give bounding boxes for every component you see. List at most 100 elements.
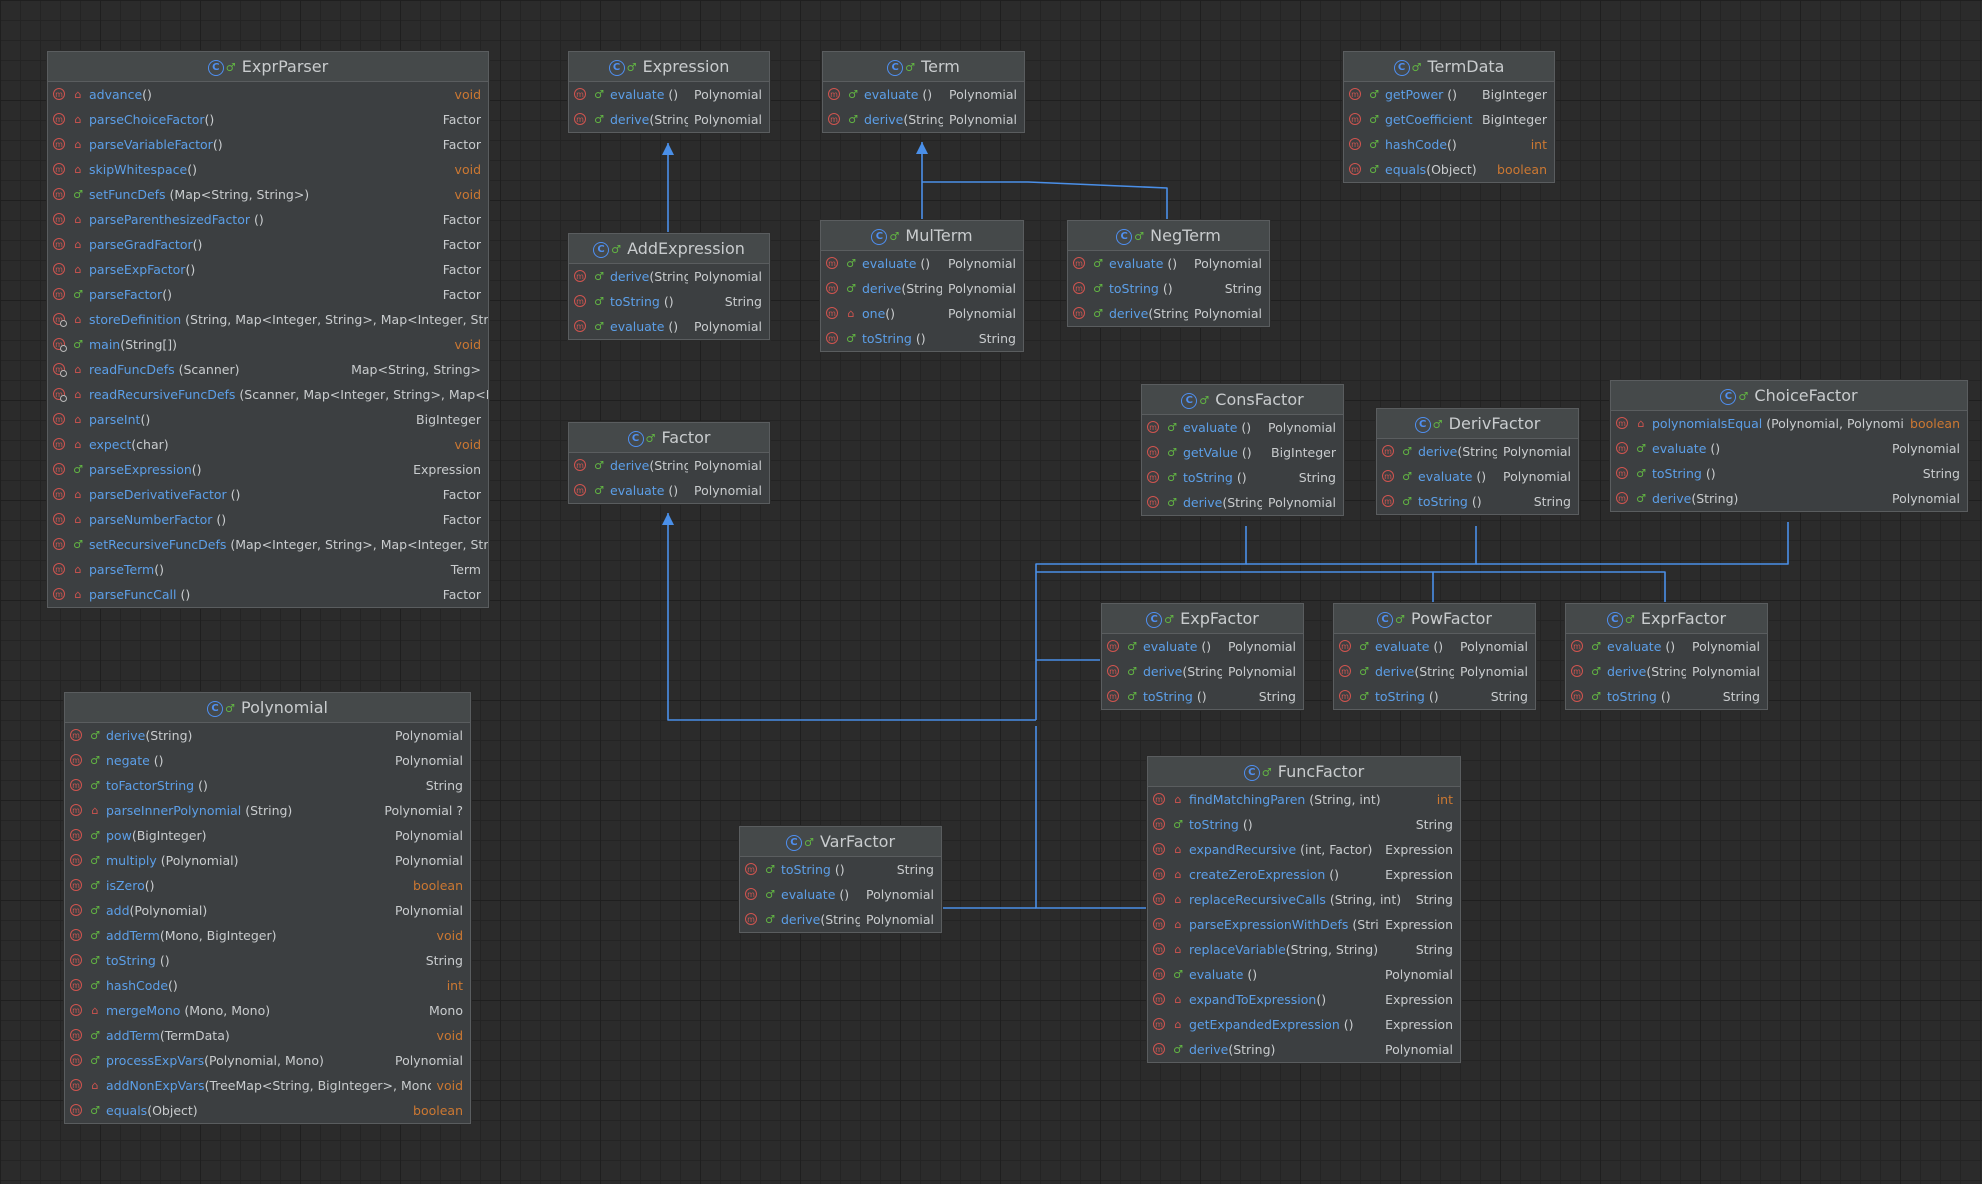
method-row[interactable]: m♂evaluate ()Polynomial [821,251,1023,276]
method-row[interactable]: m⌂createZeroExpression ()Expression [1148,862,1460,887]
method-row[interactable]: m♂toString ()String [1334,684,1535,709]
method-row[interactable]: m♂addTerm(Mono, BigInteger)void [65,923,470,948]
method-row[interactable]: m♂derive(String)Polynomial [569,264,769,289]
method-row[interactable]: m⌂parseExpFactor()Factor [48,257,488,282]
class-header[interactable]: C♂VarFactor [740,827,941,857]
method-row[interactable]: m♂pow(BigInteger)Polynomial [65,823,470,848]
method-row[interactable]: m⌂replaceRecursiveCalls (String, int)Str… [1148,887,1460,912]
method-row[interactable]: m♂derive(String)Polynomial [1148,1037,1460,1062]
class-header[interactable]: C♂ChoiceFactor [1611,381,1967,411]
method-row[interactable]: m⌂advance()void [48,82,488,107]
method-row[interactable]: m♂evaluate ()Polynomial [1377,464,1578,489]
method-row[interactable]: m♂evaluate ()Polynomial [1102,634,1303,659]
method-row[interactable]: m⌂parseInnerPolynomial (String)Polynomia… [65,798,470,823]
method-row[interactable]: m♂toString ()String [1377,489,1578,514]
method-row[interactable]: m♂getValue ()BigInteger [1142,440,1343,465]
method-row[interactable]: m♂derive(String)Polynomial [1566,659,1767,684]
method-row[interactable]: m♂evaluate ()Polynomial [1068,251,1269,276]
method-row[interactable]: m⌂findMatchingParen (String, int)int [1148,787,1460,812]
method-row[interactable]: m♂evaluate ()Polynomial [1334,634,1535,659]
class-header[interactable]: C♂Polynomial [65,693,470,723]
class-header[interactable]: C♂ExprFactor [1566,604,1767,634]
method-row[interactable]: m♂add(Polynomial)Polynomial [65,898,470,923]
method-row[interactable]: m⌂parseParenthesizedFactor ()Factor [48,207,488,232]
method-row[interactable]: m⌂skipWhitespace()void [48,157,488,182]
method-row[interactable]: m⌂expandRecursive (int, Factor)Expressio… [1148,837,1460,862]
method-row[interactable]: m♂evaluate ()Polynomial [1566,634,1767,659]
method-row[interactable]: m♂toString ()String [1142,465,1343,490]
method-row[interactable]: m♂evaluate ()Polynomial [569,314,769,339]
method-row[interactable]: m♂toString ()String [1566,684,1767,709]
method-row[interactable]: m♂derive(String)Polynomial [569,453,769,478]
class-header[interactable]: C♂ExpFactor [1102,604,1303,634]
class-header[interactable]: C♂TermData [1344,52,1554,82]
method-row[interactable]: m⌂expandToExpression()Expression [1148,987,1460,1012]
method-row[interactable]: m♂main(String[])void [48,332,488,357]
method-row[interactable]: m⌂addNonExpVars(TreeMap<String, BigInteg… [65,1073,470,1098]
method-row[interactable]: m♂evaluate ()Polynomial [1148,962,1460,987]
method-row[interactable]: m♂toString ()String [1611,461,1967,486]
method-row[interactable]: m♂equals(Object)boolean [1344,157,1554,182]
method-row[interactable]: m♂derive(String)Polynomial [65,723,470,748]
class-header[interactable]: C♂FuncFactor [1148,757,1460,787]
method-row[interactable]: m⌂parseVariableFactor()Factor [48,132,488,157]
method-row[interactable]: m♂evaluate ()Polynomial [1611,436,1967,461]
method-row[interactable]: m♂toString ()String [569,289,769,314]
method-row[interactable]: m♂derive(String)Polynomial [823,107,1024,132]
method-row[interactable]: m♂equals(Object)boolean [65,1098,470,1123]
class-header[interactable]: C♂Term [823,52,1024,82]
method-row[interactable]: m♂toString ()String [1102,684,1303,709]
class-header[interactable]: C♂MulTerm [821,221,1023,251]
method-row[interactable]: m♂toString ()String [821,326,1023,351]
method-row[interactable]: m⌂parseExpressionWithDefs (String)Expres… [1148,912,1460,937]
method-row[interactable]: m♂processExpVars(Polynomial, Mono)Polyno… [65,1048,470,1073]
class-header[interactable]: C♂ExprParser [48,52,488,82]
class-header[interactable]: C♂AddExpression [569,234,769,264]
method-row[interactable]: m⌂polynomialsEqual (Polynomial, Polynomi… [1611,411,1967,436]
method-row[interactable]: m♂negate ()Polynomial [65,748,470,773]
method-row[interactable]: m♂multiply (Polynomial)Polynomial [65,848,470,873]
method-row[interactable]: m♂toString ()String [1148,812,1460,837]
method-row[interactable]: m⌂readFuncDefs (Scanner)Map<String, Stri… [48,357,488,382]
method-row[interactable]: m♂toString ()String [65,948,470,973]
method-row[interactable]: m♂derive(String)Polynomial [1068,301,1269,326]
method-row[interactable]: m⌂one()Polynomial [821,301,1023,326]
method-row[interactable]: m♂derive(String)Polynomial [569,107,769,132]
method-row[interactable]: m⌂parseNumberFactor ()Factor [48,507,488,532]
method-row[interactable]: m⌂parseFuncCall ()Factor [48,582,488,607]
method-row[interactable]: m⌂parseChoiceFactor()Factor [48,107,488,132]
method-row[interactable]: m♂toFactorString ()String [65,773,470,798]
method-row[interactable]: m♂setFuncDefs (Map<String, String>)void [48,182,488,207]
method-row[interactable]: m♂derive(String)Polynomial [1102,659,1303,684]
method-row[interactable]: m♂derive(String)Polynomial [1377,439,1578,464]
method-row[interactable]: m♂addTerm(TermData)void [65,1023,470,1048]
method-row[interactable]: m♂getCoefficient ()BigInteger [1344,107,1554,132]
method-row[interactable]: m♂setRecursiveFuncDefs (Map<Integer, Str… [48,532,488,557]
method-row[interactable]: m♂isZero()boolean [65,873,470,898]
class-header[interactable]: C♂PowFactor [1334,604,1535,634]
method-row[interactable]: m♂evaluate ()Polynomial [569,82,769,107]
method-row[interactable]: m⌂readRecursiveFuncDefs (Scanner, Map<In… [48,382,488,407]
method-row[interactable]: m⌂parseGradFactor()Factor [48,232,488,257]
class-header[interactable]: C♂Factor [569,423,769,453]
class-header[interactable]: C♂DerivFactor [1377,409,1578,439]
method-row[interactable]: m⌂mergeMono (Mono, Mono)Mono [65,998,470,1023]
method-row[interactable]: m⌂expect(char)void [48,432,488,457]
method-row[interactable]: m⌂replaceVariable(String, String)String [1148,937,1460,962]
method-row[interactable]: m♂parseFactor()Factor [48,282,488,307]
method-row[interactable]: m♂derive(String)Polynomial [1142,490,1343,515]
method-row[interactable]: m♂evaluate ()Polynomial [823,82,1024,107]
method-row[interactable]: m♂evaluate ()Polynomial [569,478,769,503]
method-row[interactable]: m♂evaluate ()Polynomial [1142,415,1343,440]
